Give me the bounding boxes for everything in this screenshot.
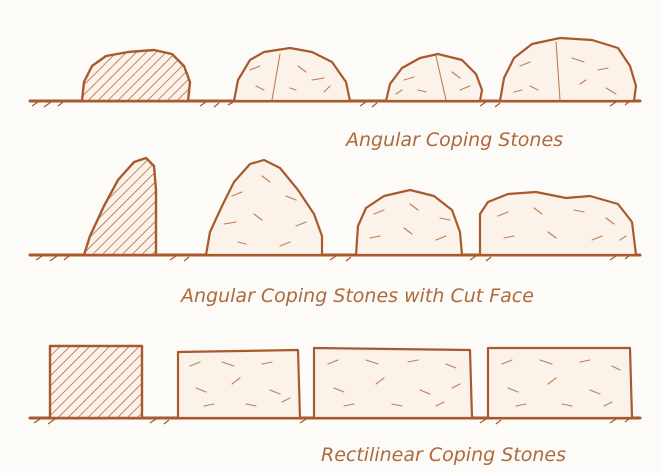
stone-cut-face-1: [206, 160, 322, 255]
caption-row1: Angular Coping Stones: [344, 129, 563, 151]
stone-section-row3: [50, 346, 142, 418]
stone-angular-1: [234, 48, 350, 101]
stone-rectilinear-1: [178, 350, 300, 418]
caption-row3: Rectilinear Coping Stones: [321, 444, 566, 466]
stone-cut-face-2: [356, 190, 462, 255]
row-angular-cut-face: Angular Coping Stones with Cut Face: [30, 158, 640, 307]
row-rectilinear-coping-stones: Rectilinear Coping Stones: [30, 346, 640, 466]
stone-rectilinear-2: [314, 348, 472, 418]
stone-cut-face-3: [480, 192, 636, 255]
stone-angular-3: [500, 38, 636, 101]
caption-row2: Angular Coping Stones with Cut Face: [179, 285, 534, 307]
row-angular-coping-stones: Angular Coping Stones: [30, 38, 640, 151]
stone-angular-2: [386, 54, 482, 101]
stone-section-row2: [84, 158, 156, 255]
stone-section-row1: [82, 50, 190, 101]
stone-rectilinear-3: [488, 348, 632, 418]
